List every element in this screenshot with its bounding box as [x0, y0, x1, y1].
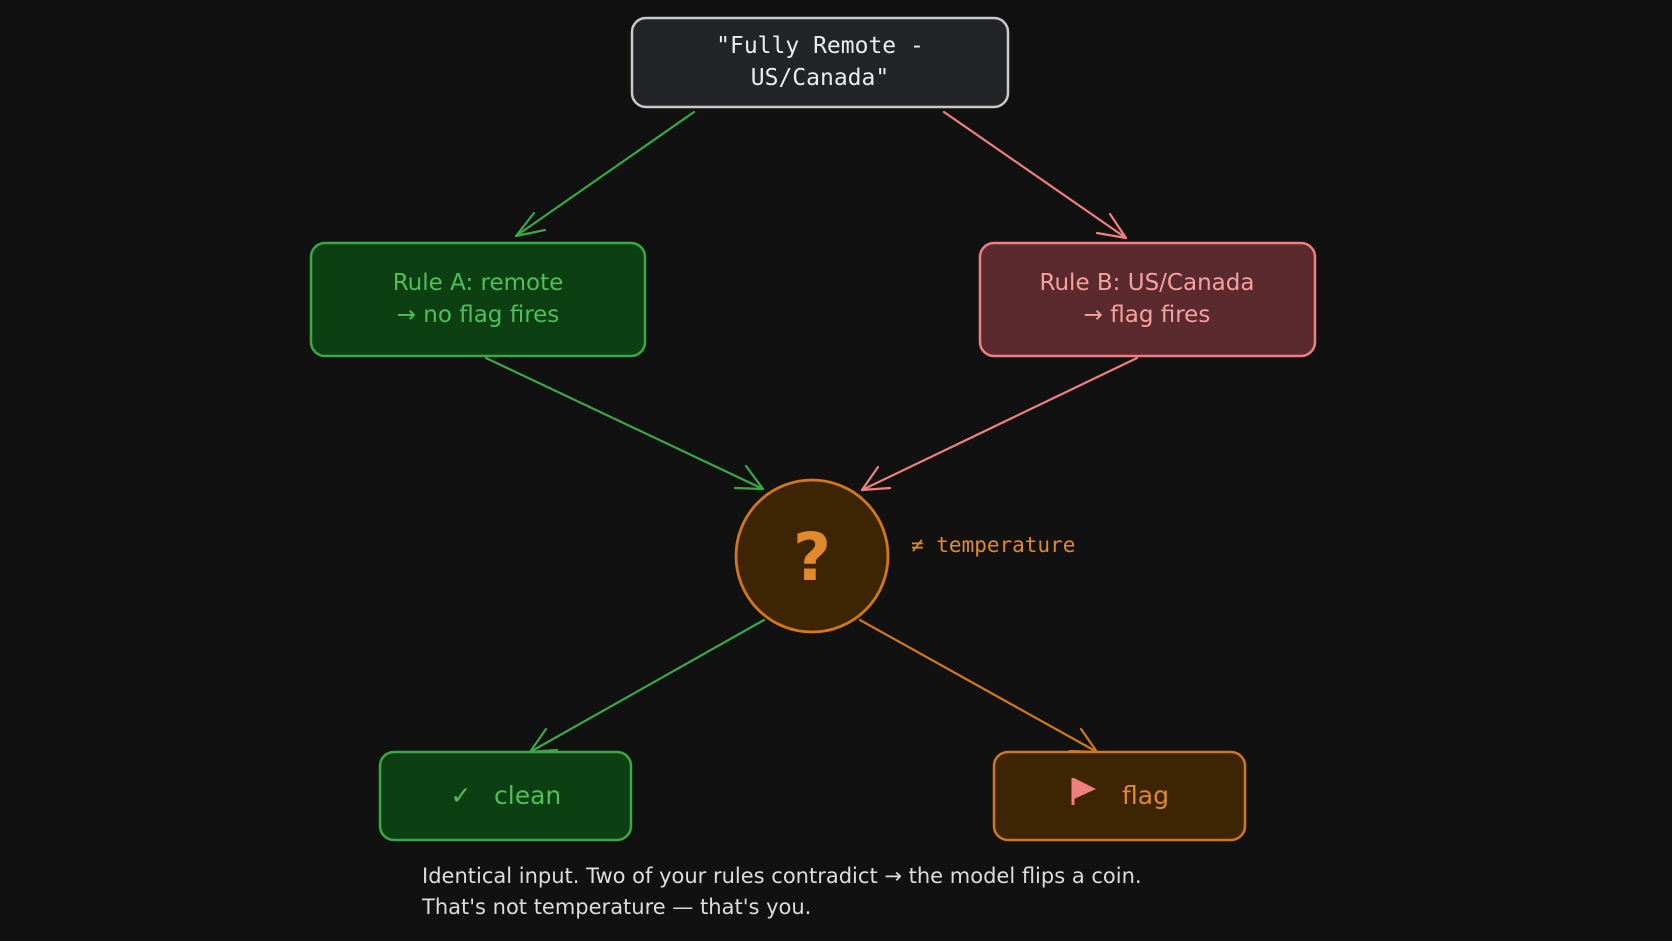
input-node-line1: "Fully Remote - [716, 33, 924, 59]
outcome-clean-label: clean [494, 781, 561, 810]
caption-line2: That's not temperature — that's you. [421, 895, 811, 919]
connectors [484, 110, 1139, 754]
rule-a-line2: → no flag fires [397, 302, 560, 328]
flag-icon [1071, 778, 1096, 805]
input-node: "Fully Remote - US/Canada" [630, 16, 1010, 109]
rule-a-line1: Rule A: remote [393, 270, 564, 296]
arrow-rule-b-to-decision [860, 356, 1139, 492]
rule-b-line1: Rule B: US/Canada [1040, 270, 1255, 296]
arrow-input-to-rule-a [514, 110, 696, 238]
outcome-clean-node: ✓ clean [378, 750, 633, 842]
check-icon: ✓ [451, 781, 472, 810]
outcome-flag-label: flag [1122, 781, 1169, 810]
rule-b-node: Rule B: US/Canada → flag fires [978, 241, 1317, 358]
arrow-rule-a-to-decision [484, 356, 765, 491]
arrow-input-to-rule-b [942, 110, 1128, 240]
input-node-line2: US/Canada" [751, 65, 889, 91]
rule-a-node: Rule A: remote → no flag fires [309, 241, 647, 358]
decision-node: ? [734, 478, 890, 634]
rule-b-line2: → flag fires [1084, 302, 1211, 328]
decision-side-note: ≠ temperature [911, 533, 1075, 557]
decision-symbol: ? [793, 519, 831, 596]
arrow-decision-to-flag [858, 618, 1099, 754]
caption: Identical input. Two of your rules contr… [421, 864, 1142, 919]
arrow-decision-to-clean [528, 618, 766, 754]
caption-line1: Identical input. Two of your rules contr… [422, 864, 1142, 888]
outcome-flag-node: flag [992, 750, 1247, 842]
